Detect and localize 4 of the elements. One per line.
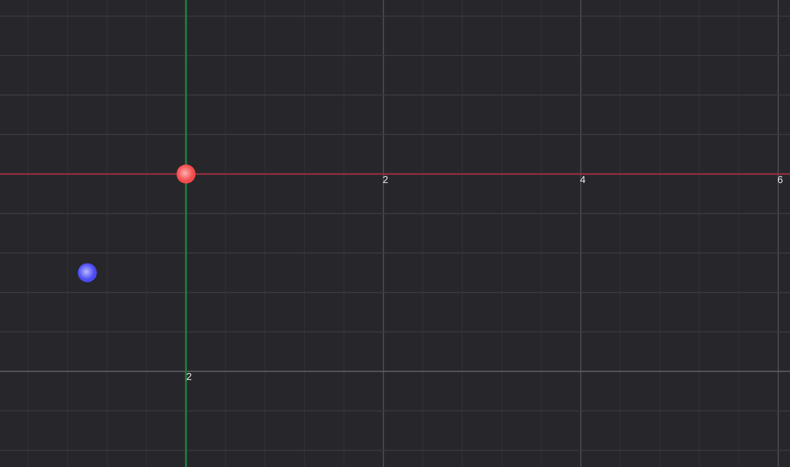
x-tick-label: 2 (382, 176, 388, 186)
y-tick-label: 2 (186, 373, 192, 384)
x-tick-label: 6 (777, 176, 783, 186)
x-tick-label: 4 (580, 176, 586, 186)
